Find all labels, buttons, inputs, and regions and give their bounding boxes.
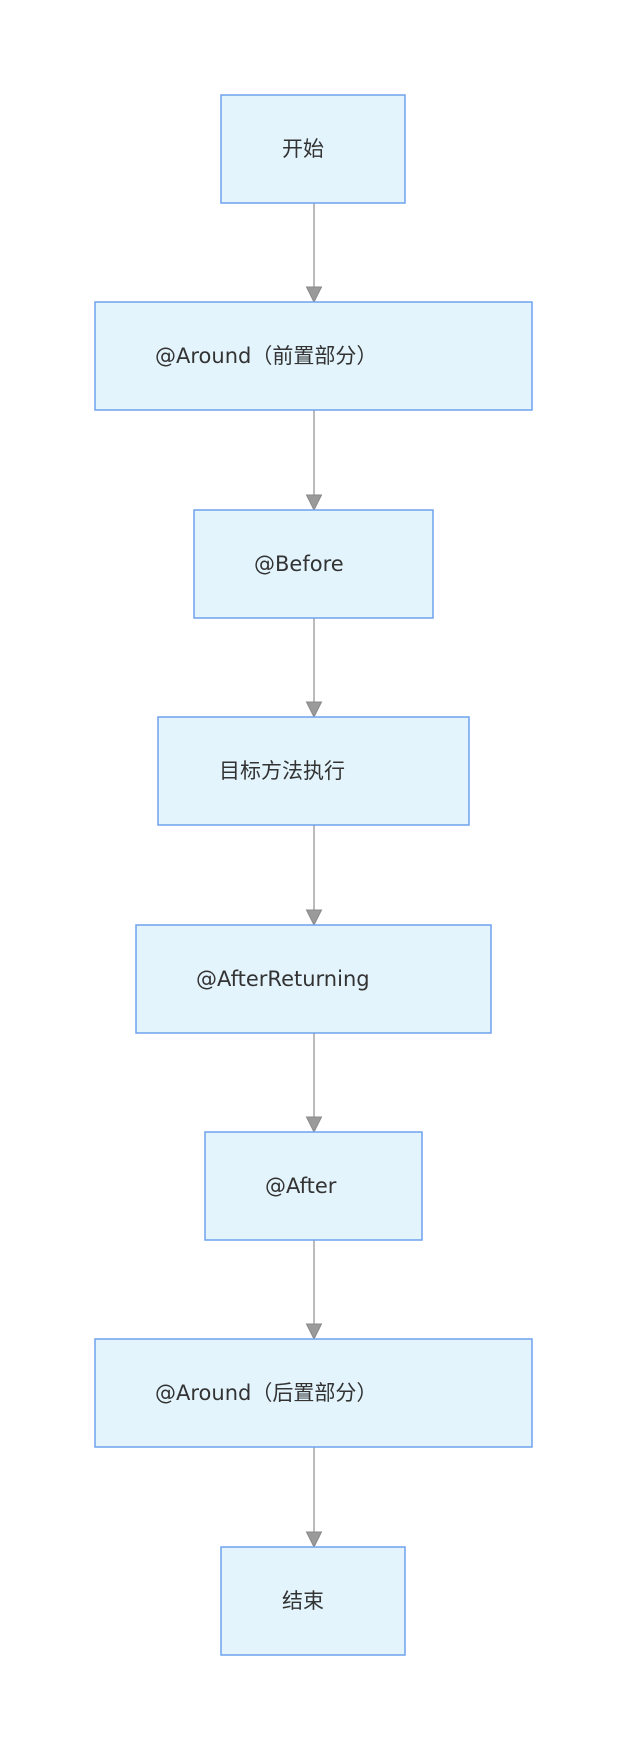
flow-edge-target-to-after-returning — [305, 825, 323, 927]
flow-edge-around-pre-to-before — [305, 410, 323, 512]
flow-edge-after-returning-to-after — [305, 1033, 323, 1134]
node-box — [220, 1546, 406, 1656]
node-box — [157, 716, 470, 826]
flow-node-target: 目标方法执行 — [157, 716, 470, 826]
node-box — [135, 924, 492, 1034]
flow-node-end: 结束 — [220, 1546, 406, 1656]
arrowhead-icon — [305, 1116, 323, 1134]
node-label: @Before — [254, 552, 344, 576]
flow-edge-start-to-around-pre — [305, 203, 323, 304]
flow-node-around-pre: @Around（前置部分） — [94, 301, 533, 411]
node-label: @After — [265, 1174, 337, 1198]
node-label: 结束 — [282, 1589, 324, 1613]
flow-edge-after-to-around-post — [305, 1240, 323, 1341]
node-box — [220, 94, 406, 204]
edges-layer — [305, 203, 323, 1549]
arrowhead-icon — [305, 701, 323, 719]
flow-node-around-post: @Around（后置部分） — [94, 1338, 533, 1448]
arrowhead-icon — [305, 909, 323, 927]
arrowhead-icon — [305, 494, 323, 512]
flow-edge-before-to-target — [305, 618, 323, 719]
arrowhead-icon — [305, 1531, 323, 1549]
arrowhead-icon — [305, 1323, 323, 1341]
node-label: @Around（后置部分） — [155, 1381, 377, 1405]
node-box — [204, 1131, 423, 1241]
node-box — [94, 301, 533, 411]
node-label: 开始 — [282, 137, 324, 161]
arrowhead-icon — [305, 286, 323, 304]
flow-node-after: @After — [204, 1131, 423, 1241]
flow-node-before: @Before — [193, 509, 434, 619]
flow-node-after-returning: @AfterReturning — [135, 924, 492, 1034]
node-label: @Around（前置部分） — [155, 344, 377, 368]
nodes-layer: 开始 @Around（前置部分） @Before 目标方法执行 @AfterReturn… — [94, 94, 533, 1656]
node-label: @AfterReturning — [196, 967, 370, 991]
flow-edge-around-post-to-end — [305, 1447, 323, 1549]
node-label: 目标方法执行 — [219, 759, 345, 783]
flow-node-start: 开始 — [220, 94, 406, 204]
node-box — [193, 509, 434, 619]
node-box — [94, 1338, 533, 1448]
